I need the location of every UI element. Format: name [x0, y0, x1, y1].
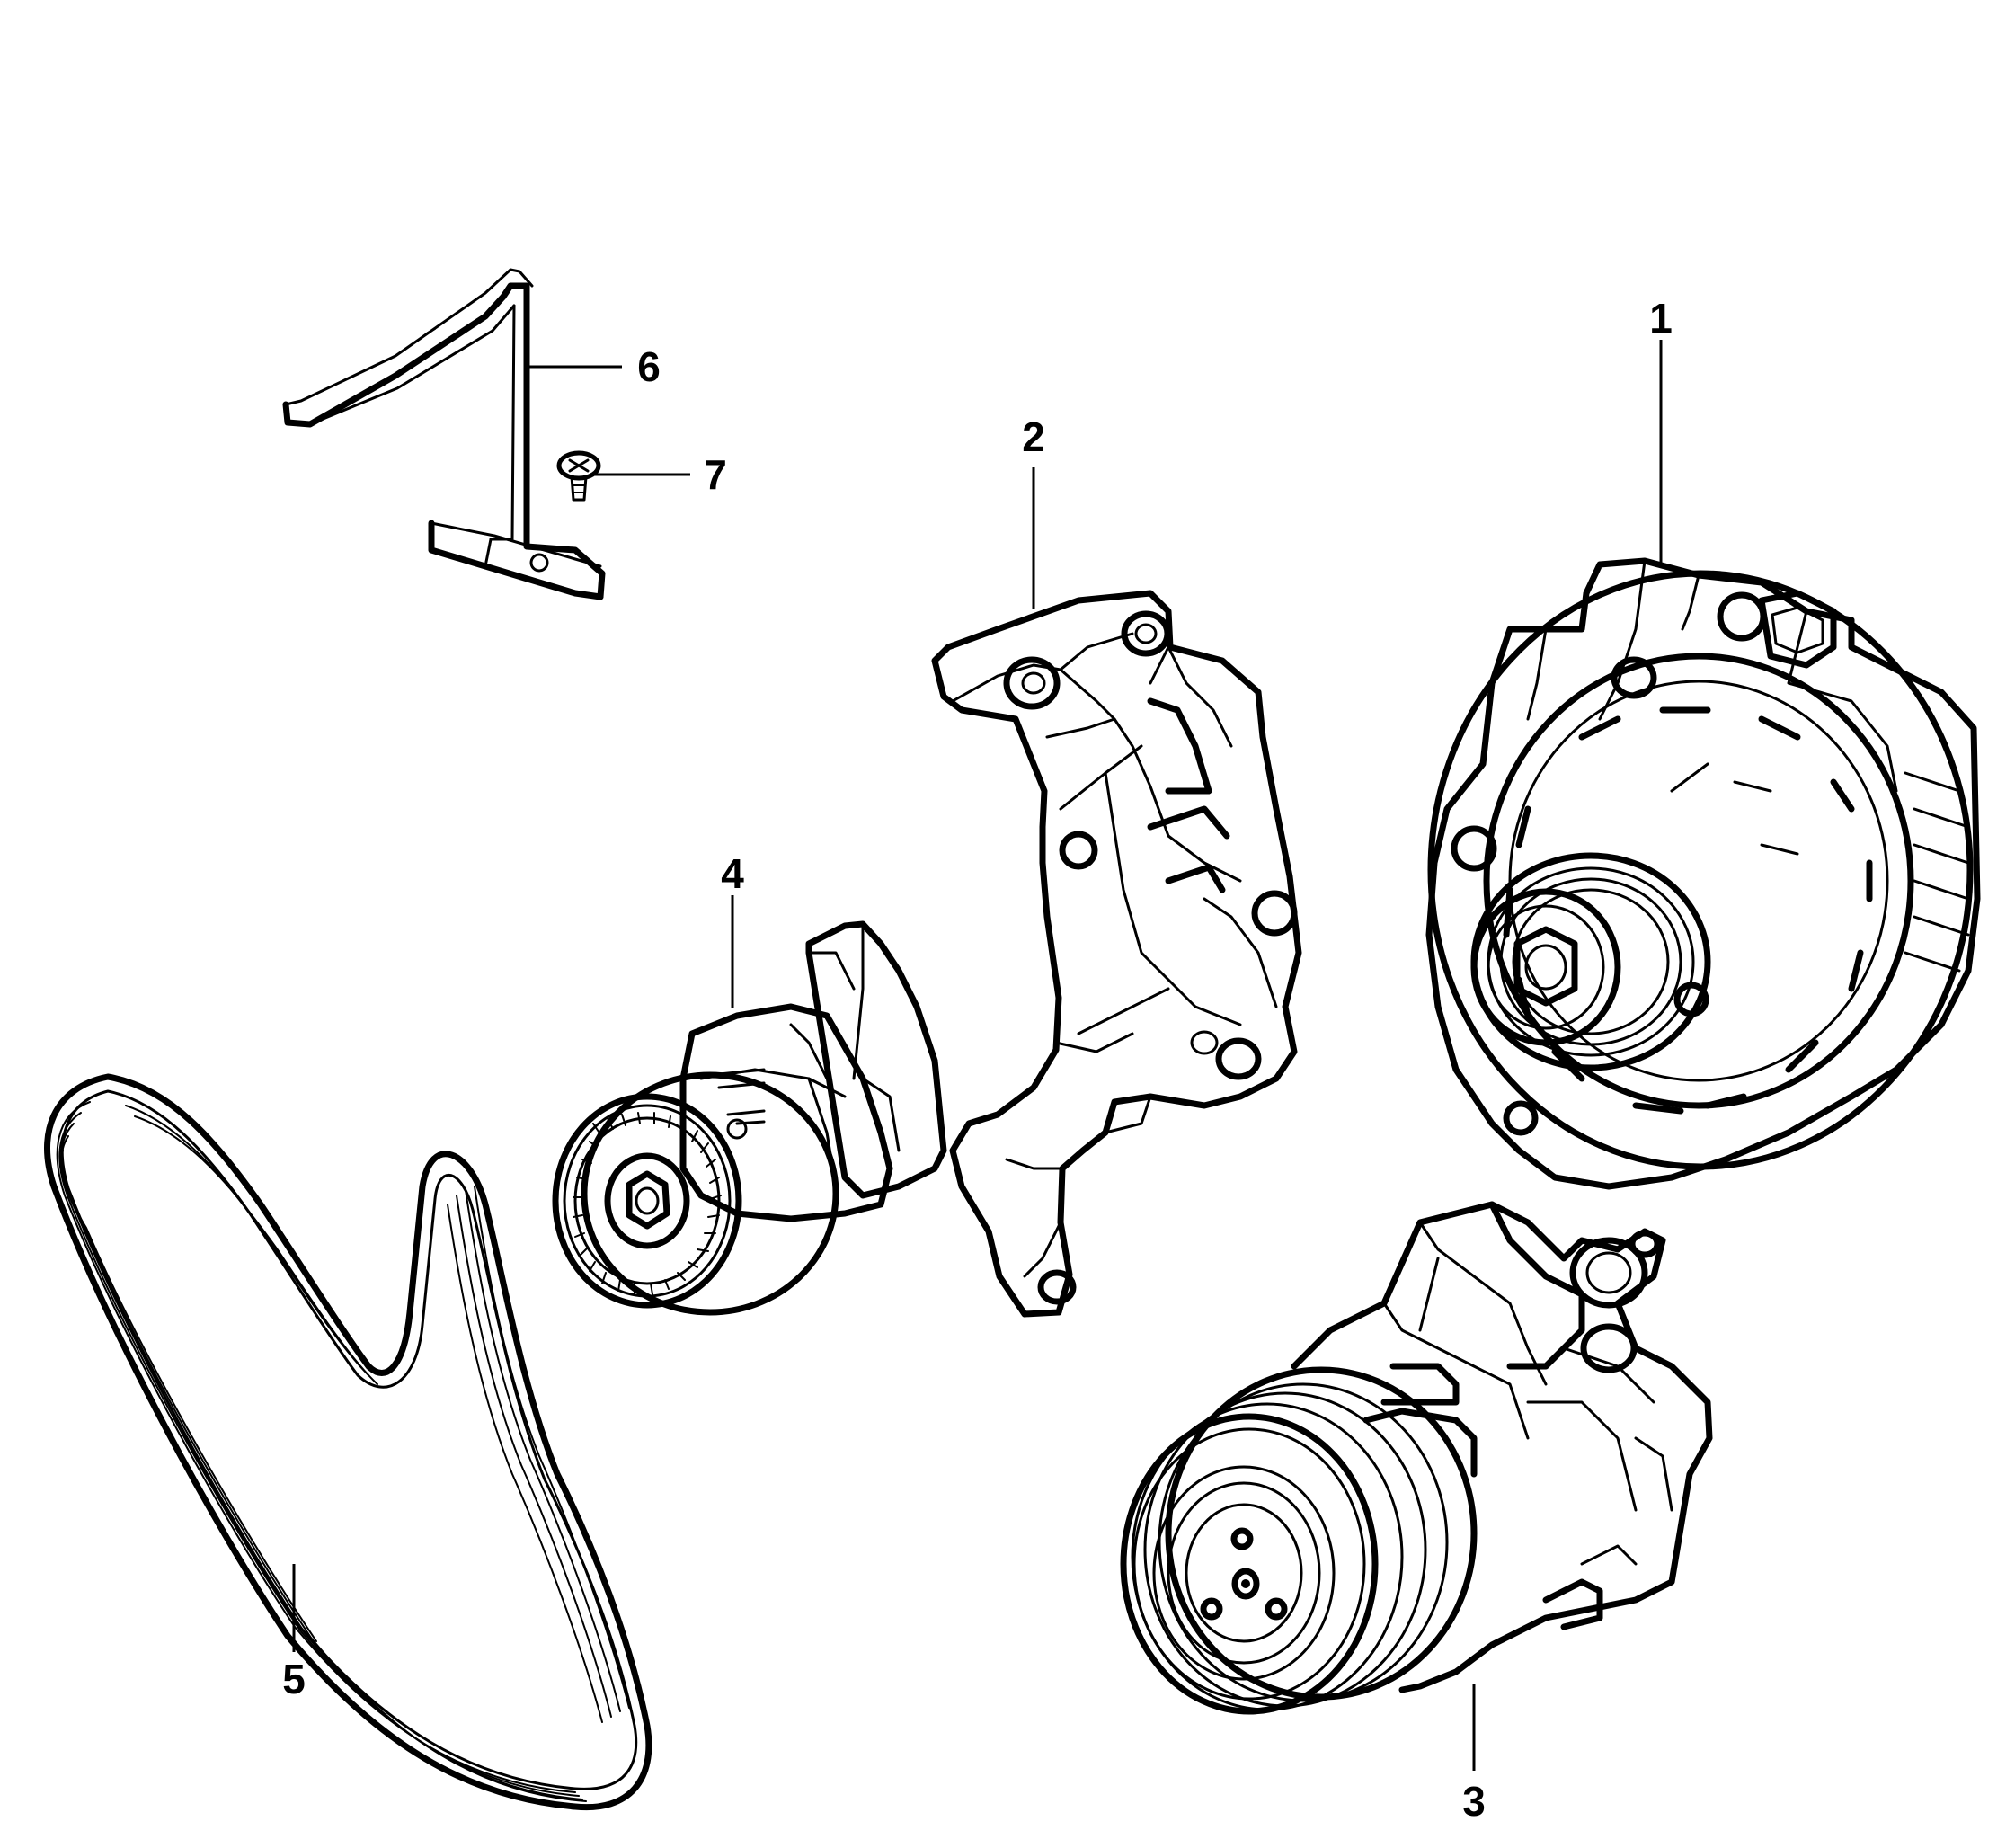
part-ac-compressor[interactable]: [1120, 1201, 1713, 1715]
callout-2: 2: [1022, 413, 1045, 460]
callout-5: 5: [282, 1656, 306, 1702]
callout-4: 4: [721, 850, 744, 897]
part-drive-belt[interactable]: [44, 1073, 652, 1811]
part-belt-tensioner[interactable]: [552, 920, 947, 1316]
callout-7: 7: [704, 451, 727, 498]
leader-lines: [292, 340, 1663, 1771]
part-mounting-bracket[interactable]: [931, 590, 1302, 1318]
tensioner-pulley-ribs: [573, 1112, 722, 1295]
callout-3: 3: [1462, 1778, 1486, 1825]
part-alternator[interactable]: [1425, 557, 1981, 1190]
alternator-cooling-slots: [1503, 706, 1970, 1115]
callout-1: 1: [1649, 295, 1673, 342]
part-bolt[interactable]: [556, 450, 601, 502]
part-belt-guide-bracket[interactable]: [282, 268, 606, 600]
callout-6: 6: [637, 343, 661, 390]
callout-labels: 1 2 3 4 5 6 7: [282, 295, 1673, 1825]
